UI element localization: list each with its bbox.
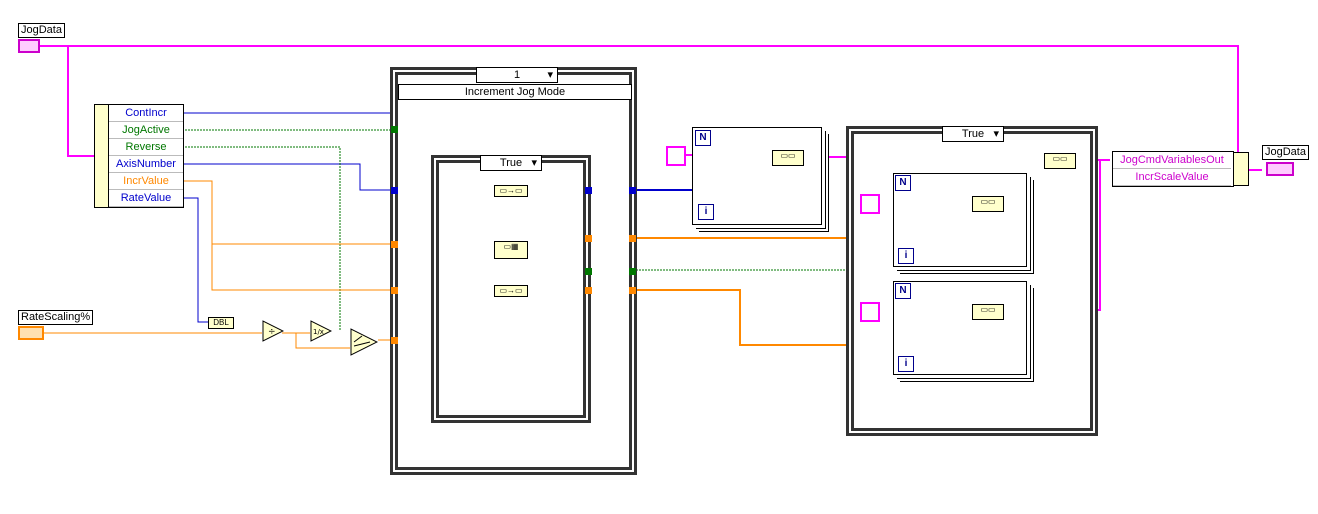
unbundle-by-name-node[interactable]: ContIncr JogActive Reverse AxisNumber In…: [94, 104, 184, 208]
tunnel-blue-out: [629, 187, 636, 194]
case-selector-right-value: True: [961, 128, 985, 140]
unbundle-item-contincr: ContIncr: [109, 105, 183, 122]
to-dbl-node[interactable]: DBL: [208, 317, 234, 329]
tunnel-inner-orange2: [585, 287, 592, 294]
unbundle-bar: [95, 105, 109, 207]
case-selector-outer[interactable]: 1 ▾: [476, 67, 558, 83]
ratescaling-terminal[interactable]: [18, 326, 44, 340]
bundle-node-right-top[interactable]: ▭▭: [972, 196, 1004, 212]
bundle-node-right-outer[interactable]: ▭▭: [1044, 153, 1076, 169]
tunnel-orange-2: [391, 287, 398, 294]
loop-iteration-i-right-bottom: i: [898, 356, 914, 372]
bundle-item-incrscalevalue: IncrScaleValue: [1113, 169, 1231, 186]
bundle-bar: [1233, 152, 1249, 186]
unbundle-item-incrvalue: IncrValue: [109, 173, 183, 190]
bundle-node-right-bottom[interactable]: ▭▭: [972, 304, 1004, 320]
svg-text:÷: ÷: [268, 327, 276, 337]
chevron-down-icon: ▾: [531, 157, 537, 169]
shift-register-middle: [666, 146, 686, 166]
tunnel-green-1: [391, 126, 398, 133]
select-node[interactable]: [350, 328, 378, 356]
jogdata-output-terminal[interactable]: [1266, 162, 1294, 176]
for-loop-right-top[interactable]: [893, 173, 1027, 267]
tunnel-blue-1: [391, 187, 398, 194]
bundle-node-1[interactable]: ▭→▭: [494, 185, 528, 197]
jogdata-input-label: JogData: [18, 23, 65, 38]
tunnel-inner-orange1: [585, 235, 592, 242]
jogdata-input-terminal[interactable]: [18, 39, 40, 53]
loop-count-n-middle: N: [695, 130, 711, 146]
bundle-by-name-node[interactable]: JogCmdVariablesOut IncrScaleValue: [1112, 151, 1249, 187]
unbundle-item-reverse: Reverse: [109, 139, 183, 156]
svg-text:1/x: 1/x: [313, 328, 324, 336]
case-selector-right[interactable]: True ▾: [942, 126, 1004, 142]
unbundle-item-axisnumber: AxisNumber: [109, 156, 183, 173]
ratescaling-label: RateScaling%: [18, 310, 94, 325]
loop-count-n-right-bottom: N: [895, 283, 911, 299]
for-loop-right-bottom[interactable]: [893, 281, 1027, 375]
tunnel-inner-green: [585, 268, 592, 275]
jogdata-output-label: JogData: [1262, 145, 1309, 160]
case-selector-outer-value: 1: [513, 69, 521, 81]
bundle-node-2[interactable]: ▭→▭: [494, 285, 528, 297]
loop-iteration-i-middle: i: [698, 204, 714, 220]
loop-count-n-right-top: N: [895, 175, 911, 191]
chevron-down-icon: ▾: [547, 69, 553, 81]
tunnel-orange-1: [391, 241, 398, 248]
bundle-node-middle[interactable]: ▭▭: [772, 150, 804, 166]
unbundle-item-ratevalue: RateValue: [109, 190, 183, 207]
reciprocal-node[interactable]: 1/x: [310, 320, 332, 342]
bundle-item-jogcmdvariablesout: JogCmdVariablesOut: [1113, 152, 1231, 169]
tunnel-orange-out2: [629, 287, 636, 294]
chevron-down-icon: ▾: [993, 128, 999, 140]
case-title-label: Increment Jog Mode: [398, 84, 632, 100]
unbundle-item-jogactive: JogActive: [109, 122, 183, 139]
tunnel-inner-blue: [585, 187, 592, 194]
tunnel-orange-out1: [629, 235, 636, 242]
shift-register-right-top: [860, 194, 880, 214]
array-node[interactable]: ▭▦: [494, 241, 528, 259]
tunnel-green-out: [629, 268, 636, 275]
tunnel-orange-3: [391, 337, 398, 344]
loop-iteration-i-right-top: i: [898, 248, 914, 264]
divide-node[interactable]: ÷: [262, 320, 284, 342]
case-selector-inner-value: True: [499, 157, 523, 169]
case-selector-inner[interactable]: True ▾: [480, 155, 542, 171]
shift-register-right-bottom: [860, 302, 880, 322]
